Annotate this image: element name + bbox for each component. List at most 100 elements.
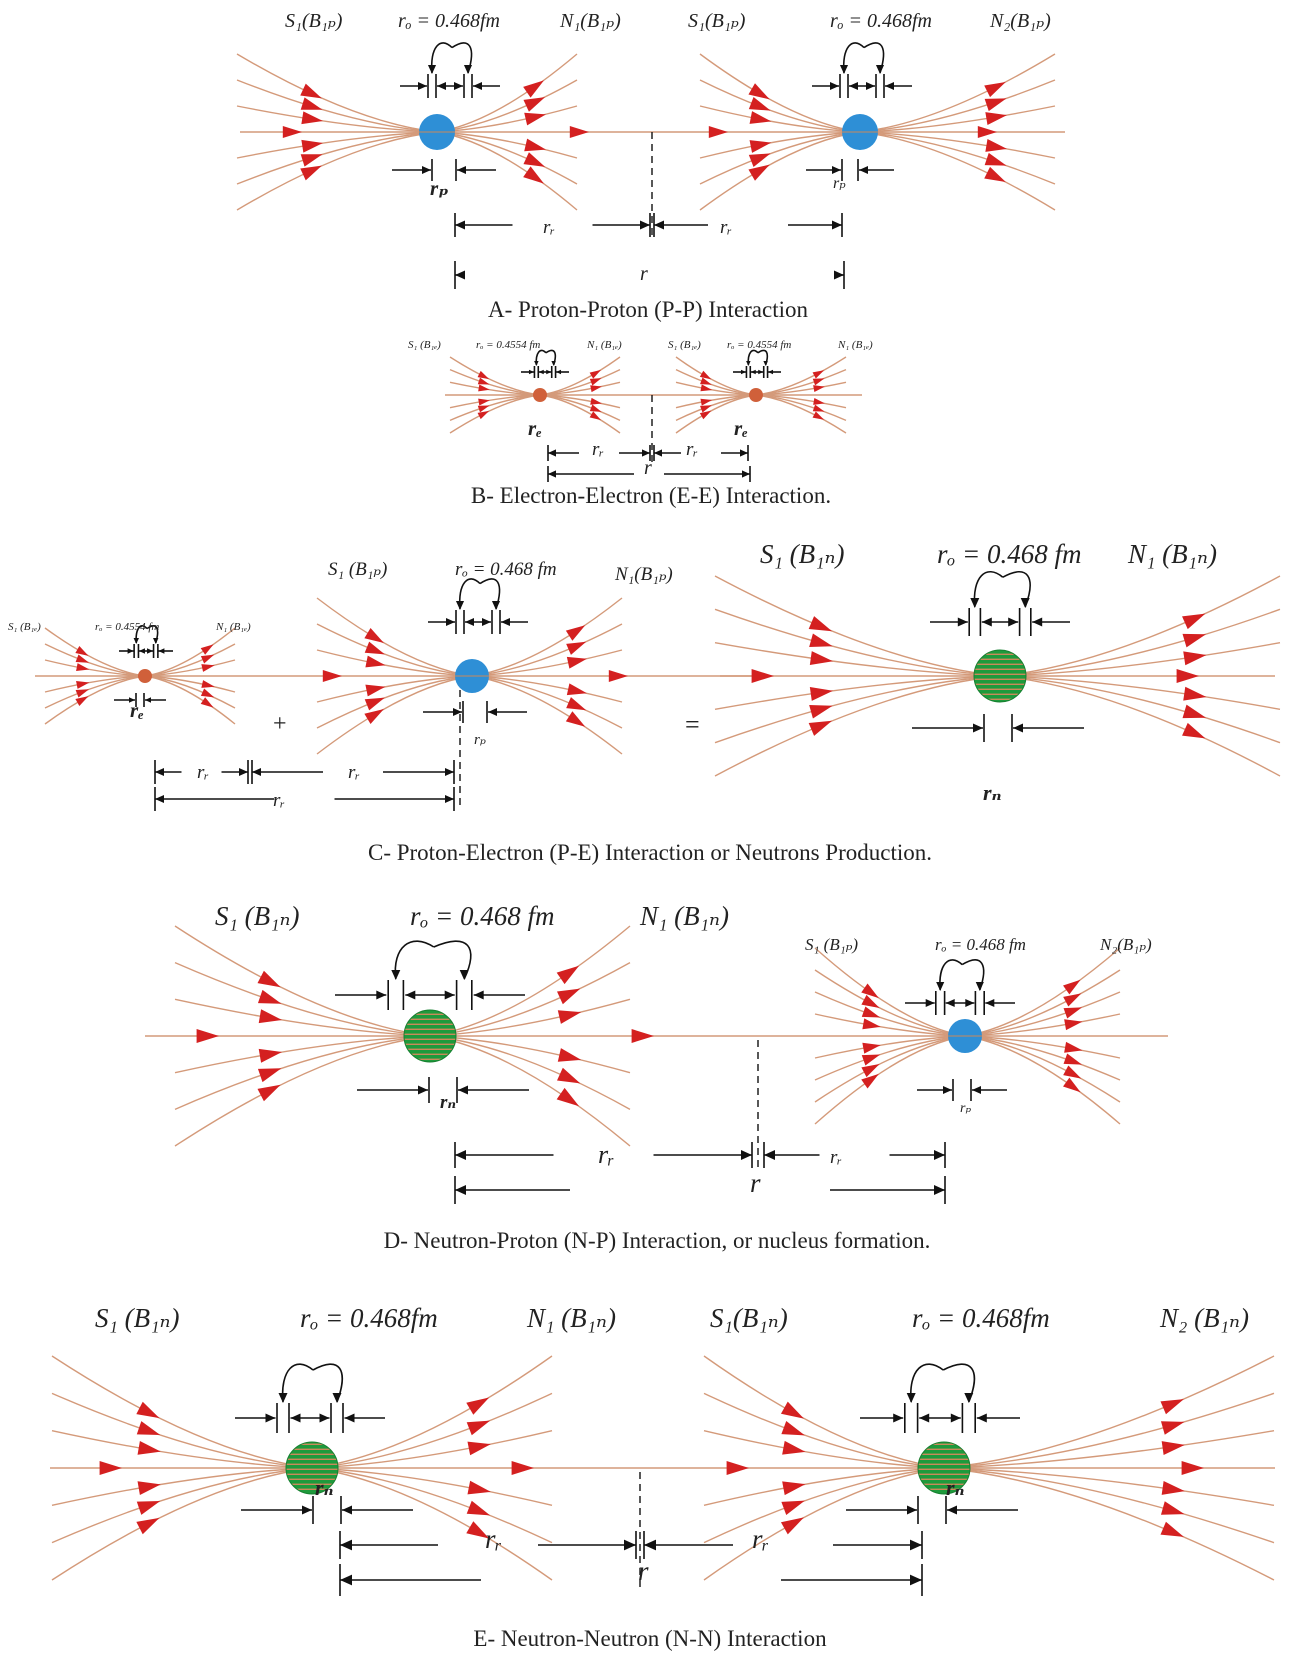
panel-d-half-right-label: rᵣ: [830, 1147, 842, 1168]
panel-e-left-s-label: S₁ (B₁ₙ): [95, 1303, 179, 1333]
panel-b-left-n-label: N₁ (B₁ₑ): [586, 339, 622, 351]
field-line: [471, 597, 623, 677]
axis-arrowhead: [99, 1461, 122, 1475]
panel-b-left-s-label: S₁ (B₁ₑ): [408, 339, 441, 351]
field-arrowhead: [1182, 633, 1206, 648]
dimension-arrowhead: [457, 165, 466, 175]
panel-e-right-s-label: S₁(B₁ₙ): [710, 1303, 788, 1333]
field-arrowhead: [200, 697, 214, 708]
field-arrowhead: [748, 164, 770, 181]
field-arrowhead: [1063, 979, 1081, 995]
span-arrowhead: [548, 449, 556, 457]
panel-d-geometry: [145, 925, 1168, 1204]
field-arrowhead: [524, 138, 546, 152]
dimension-arrowhead: [1013, 723, 1023, 733]
ro-pointer-arrowhead: [153, 638, 159, 644]
panel-b-right-s-label: S₁ (B₁ₑ): [668, 339, 701, 351]
field-line: [311, 1392, 553, 1469]
axis-arrowhead: [1176, 669, 1199, 683]
dimension-arrowhead: [290, 1413, 301, 1423]
field-line: [714, 675, 1001, 711]
field-arrowhead: [556, 1087, 580, 1107]
field-arrowhead: [700, 377, 712, 385]
field-arrowhead: [557, 1010, 582, 1024]
dimension-arrowhead: [740, 369, 746, 375]
span-arrowhead: [741, 1150, 752, 1160]
panel-b-left-radius-label: rₑ: [528, 416, 542, 440]
field-line: [429, 962, 631, 1037]
field-line: [999, 641, 1281, 677]
dimension-arrowhead: [973, 723, 983, 733]
panel-d-caption: D- Neutron-Proton (N-P) Interaction, or …: [384, 1228, 931, 1253]
field-line: [703, 1467, 945, 1507]
panel-e-left-ro-label: rₒ = 0.468fm: [300, 1303, 438, 1333]
field-arrowhead: [985, 112, 1007, 125]
field-arrowhead: [201, 664, 215, 672]
span-arrowhead: [644, 1539, 656, 1551]
field-arrowhead: [589, 369, 602, 379]
panel-d-total-label: r: [750, 1168, 761, 1198]
field-arrowhead: [812, 411, 825, 420]
field-arrowhead: [1063, 993, 1082, 1007]
panel-b-right-n-label: N₁ (B₁ₑ): [837, 339, 873, 351]
field-line: [311, 1467, 553, 1544]
dimension-arrowhead: [985, 998, 995, 1008]
field-arrowhead: [523, 166, 544, 184]
dimension-arrowhead: [832, 165, 841, 175]
panel-b-left-ro-label: rₒ = 0.4554 fm: [476, 339, 540, 351]
panel-c-e-n-label: N₁ (B₁ₑ): [215, 621, 251, 633]
dimension-arrowhead: [1008, 617, 1019, 627]
field-arrowhead: [76, 681, 90, 689]
panel-c-e-radius-label: rₑ: [130, 698, 144, 722]
field-arrowhead: [700, 398, 713, 406]
dimension-arrowhead: [465, 617, 474, 627]
ro-pointer-arrowhead: [975, 982, 984, 991]
panel-a-left-radius-label: rₚ: [430, 176, 449, 200]
field-arrowhead: [700, 405, 712, 413]
field-line: [859, 131, 1056, 159]
field-arrowhead: [136, 1401, 160, 1419]
span-arrowhead: [155, 794, 164, 804]
span-arrowhead: [764, 1150, 775, 1160]
field-arrowhead: [300, 83, 322, 99]
field-line: [814, 1035, 966, 1125]
field-line: [51, 1467, 313, 1581]
field-arrowhead: [301, 111, 323, 125]
span-arrowhead: [445, 794, 454, 804]
ro-pointer-arrow: [312, 1363, 344, 1403]
field-arrowhead: [556, 1067, 581, 1084]
panel-e-right-n-label: N₂ (B₁ₙ): [1159, 1303, 1249, 1333]
field-line: [429, 1035, 631, 1074]
field-arrowhead: [699, 370, 712, 380]
axis-arrowhead: [282, 126, 302, 138]
field-arrowhead: [300, 97, 323, 110]
panel-a: S₁(B₁ₚ) rₒ = 0.468fm N₁(B₁ₚ) S₁(B₁ₚ) rₒ …: [285, 10, 1051, 322]
dimension-arrowhead: [768, 369, 774, 375]
field-arrowhead: [812, 404, 825, 412]
field-line: [964, 947, 1121, 1037]
field-arrowhead: [984, 166, 1006, 183]
field-line: [436, 53, 578, 133]
field-arrowhead: [365, 684, 386, 697]
span-arrowhead: [832, 220, 842, 230]
field-arrowhead: [364, 627, 384, 644]
span-arrowhead: [340, 1574, 352, 1586]
dimension-arrowhead: [129, 697, 135, 703]
ro-pointer-arrowhead: [763, 361, 768, 366]
field-arrowhead: [780, 1517, 804, 1535]
electron-sphere: [749, 388, 763, 402]
field-line: [144, 627, 236, 677]
field-arrowhead: [809, 651, 833, 666]
dimension-arrowhead: [446, 617, 455, 627]
field-arrowhead: [589, 411, 602, 421]
field-line: [703, 1355, 945, 1469]
dimension-arrowhead: [957, 617, 968, 627]
panel-e-geometry: [50, 1355, 1275, 1596]
ro-pointer-arrow: [433, 940, 472, 980]
field-arrowhead: [1160, 1399, 1184, 1415]
field-arrowhead: [557, 1048, 582, 1062]
field-line: [943, 1355, 1275, 1469]
field-arrowhead: [258, 1009, 282, 1024]
dimension-arrowhead: [528, 369, 534, 375]
field-line: [859, 131, 1056, 185]
